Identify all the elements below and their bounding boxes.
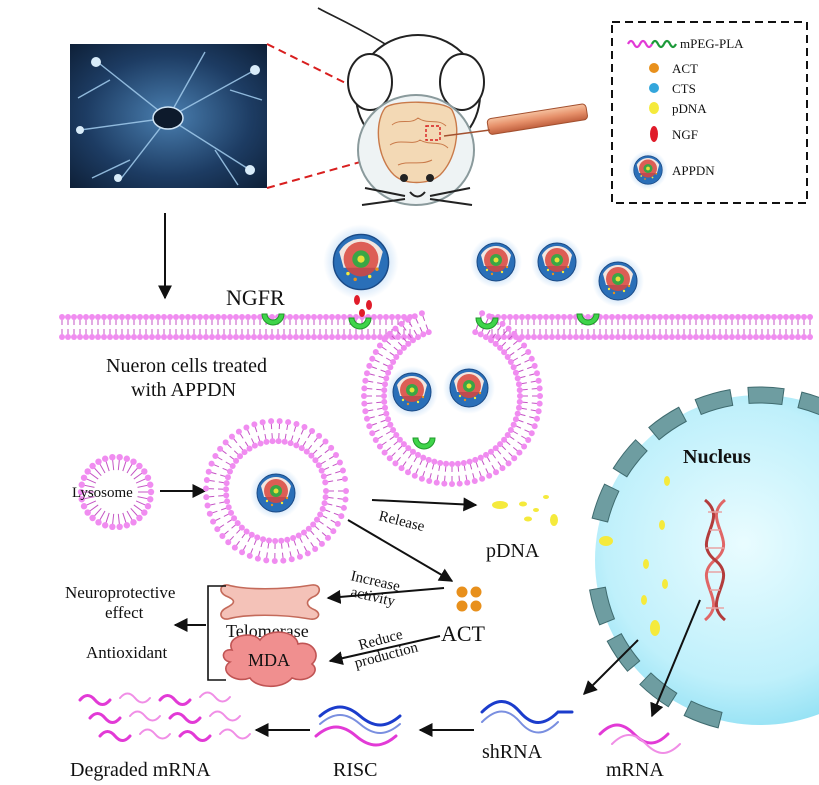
nanoparticle-icon (628, 150, 668, 190)
legend-label-act: ACT (672, 61, 698, 76)
appdn-particle (530, 235, 584, 289)
antioxidant-label: Antioxidant (86, 643, 167, 662)
effect-bracket (207, 585, 226, 681)
appdn-particle (591, 254, 645, 308)
mda-cloud (222, 631, 317, 688)
dna-helix-icon (703, 498, 727, 622)
legend-label-cts: CTS (672, 81, 696, 96)
mrna-label: mRNA (606, 759, 664, 781)
mouse-illustration (317, 7, 485, 206)
act-cluster-icon (456, 586, 482, 612)
legend-label-ngf: NGF (672, 127, 698, 142)
appdn-particle (249, 466, 303, 520)
degraded-mrna-fragments (78, 691, 251, 742)
blue-dot-icon (649, 83, 659, 93)
telomerase-shape (220, 584, 321, 620)
neuroprotective-label-line2: effect (105, 603, 144, 622)
lysosome (77, 453, 155, 531)
legend-label-appdn: APPDN (672, 163, 715, 178)
endosome (203, 418, 349, 564)
light-probe (443, 103, 588, 137)
nucleus (589, 386, 819, 729)
act-label: ACT (441, 621, 486, 646)
arrow-increase (326, 587, 445, 604)
pdna-label: pDNA (486, 540, 540, 562)
pdna-released (492, 495, 558, 526)
ngfr-receptor (475, 317, 499, 330)
ngfr-receptor (412, 437, 436, 450)
lysosome-label: Lysosome (72, 485, 133, 501)
neuroprotective-label-line1: Neuroprotective (65, 583, 175, 602)
red-drop-icon (650, 126, 658, 142)
appdn-particle (322, 223, 400, 301)
shrna-label: shRNA (482, 741, 543, 763)
legend-label-pdna: pDNA (672, 101, 707, 116)
appdn-particle (442, 361, 496, 415)
yellow-dot-icon (649, 102, 659, 114)
pdna-in-nucleus (599, 476, 670, 636)
appdn-particle (469, 235, 523, 289)
arrow-dna-to-mrna (650, 599, 701, 718)
orange-dot-icon (649, 63, 659, 73)
ngfr-receptor (348, 317, 372, 330)
release-label: Release (377, 508, 426, 535)
nucleus-label: Nucleus (683, 446, 751, 468)
arrow-reduce (328, 635, 441, 666)
risc-label: RISC (333, 759, 377, 781)
ngf-release-drops (354, 295, 372, 317)
risc-icon (314, 705, 402, 747)
mrna-icon (598, 723, 681, 754)
treated-label-line1: Nueron cells treated (106, 355, 267, 377)
ngfr-label: NGFR (226, 285, 285, 310)
arrow-to-act (347, 519, 454, 582)
neuron-image (70, 44, 267, 188)
legend-label-polymer: mPEG-PLA (680, 36, 744, 51)
treated-label-line2: with APPDN (131, 379, 236, 401)
shrna-icon (480, 700, 574, 734)
arrow-release-pdna (371, 497, 478, 512)
degraded-mrna-label: Degraded mRNA (70, 759, 211, 781)
arrow-nucleus-to-shrna (583, 639, 639, 695)
appdn-particle (385, 365, 439, 419)
polymer-chain-icon (627, 39, 677, 49)
legend-box: mPEG-PLA ACT CTS pDNA NGF APPDN (611, 21, 808, 204)
cell-membrane (59, 310, 813, 487)
mda-label: MDA (248, 650, 290, 670)
